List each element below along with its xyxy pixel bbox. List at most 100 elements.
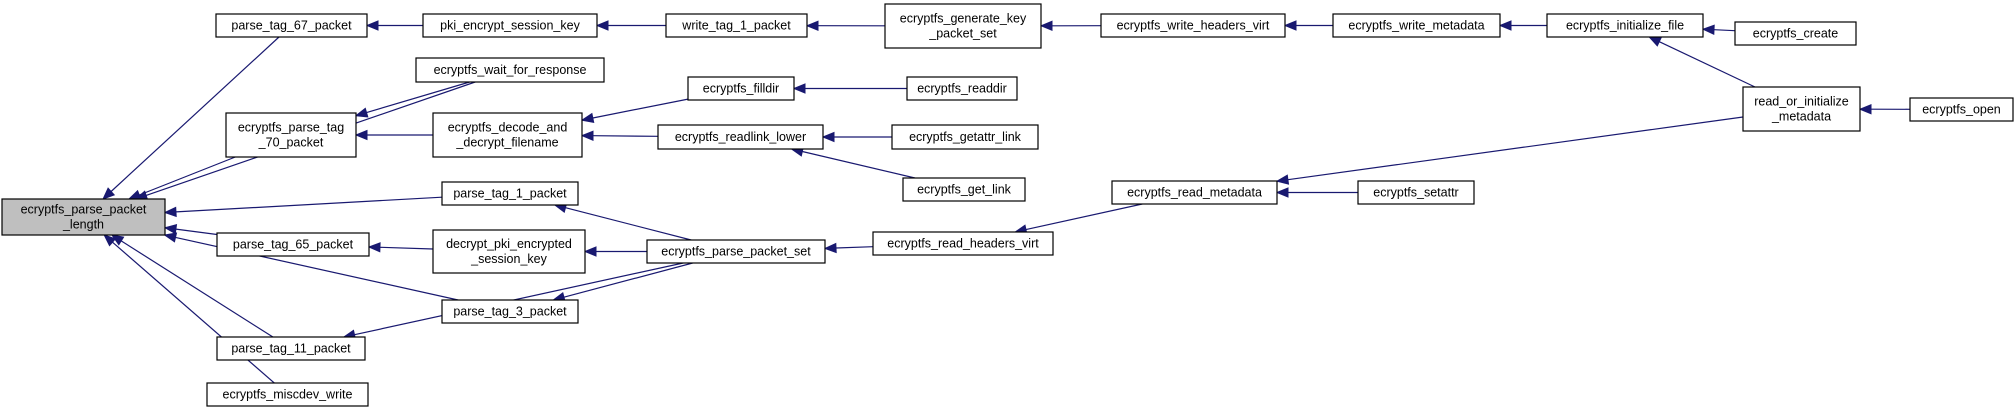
edge-n_filldir-to-n_decode [580, 98, 689, 124]
node-box[interactable] [646, 239, 826, 264]
arrowhead-icon [595, 20, 609, 31]
node-label: ecryptfs_readdir [917, 82, 1007, 96]
node-box[interactable] [687, 76, 795, 101]
node-getlink[interactable]: ecryptfs_get_link [902, 177, 1026, 202]
node-box[interactable] [432, 112, 583, 158]
edge-line [835, 246, 874, 249]
node-pset[interactable]: ecryptfs_parse_packet_set [646, 239, 826, 264]
node-label: ecryptfs_read_metadata [1127, 186, 1262, 200]
node-wtag1[interactable]: write_tag_1_packet [665, 13, 808, 38]
node-box[interactable] [1909, 97, 2014, 122]
edge-n_wait-to-n_tag70 [354, 81, 470, 118]
edge-n_rlower-to-n_decode [580, 130, 659, 141]
node-label: ecryptfs_read_headers_virt [887, 237, 1039, 251]
arrowhead-icon [580, 112, 595, 124]
edge-n_wmeta-to-n_whv [1283, 20, 1333, 31]
node-box[interactable] [1111, 180, 1278, 205]
node-box[interactable] [1100, 13, 1286, 38]
node-open[interactable]: ecryptfs_open [1909, 97, 2014, 122]
node-initfile[interactable]: ecryptfs_initialize_file [1546, 13, 1704, 38]
node-box[interactable] [902, 177, 1026, 202]
arrowhead-icon [1701, 24, 1715, 35]
node-rorinit[interactable]: read_or_initialize_metadata [1742, 86, 1861, 132]
node-readmeta[interactable]: ecryptfs_read_metadata [1111, 180, 1278, 205]
node-misc[interactable]: ecryptfs_miscdev_write [206, 382, 369, 407]
node-create[interactable]: ecryptfs_create [1734, 21, 1857, 46]
node-label: parse_tag_1_packet [453, 187, 567, 201]
node-box[interactable] [1742, 86, 1861, 132]
edge-n_readdir-to-n_filldir [792, 83, 907, 94]
node-box[interactable] [665, 13, 808, 38]
node-decode[interactable]: ecryptfs_decode_and_decrypt_filename [432, 112, 583, 158]
edge-n_initfile-to-n_wmeta [1498, 20, 1547, 31]
node-decrypt[interactable]: decrypt_pki_encrypted_session_key [432, 229, 586, 274]
edge-n_tag67-to-n_root [102, 36, 280, 200]
edge-n_tag11-to-n_root [110, 234, 274, 338]
arrowhead-icon [805, 20, 819, 31]
node-box[interactable] [415, 57, 605, 83]
node-box[interactable] [432, 229, 586, 274]
node-box[interactable] [441, 299, 579, 324]
node-readdir[interactable]: ecryptfs_readdir [906, 76, 1018, 101]
node-pki-sess[interactable]: pki_encrypt_session_key [422, 13, 598, 38]
node-tag65[interactable]: parse_tag_65_packet [216, 232, 370, 257]
edge-n_decrypt-to-n_tag65 [367, 242, 434, 253]
node-rlower[interactable]: ecryptfs_readlink_lower [657, 124, 824, 150]
node-tag70[interactable]: ecryptfs_parse_tag_70_packet [225, 112, 357, 158]
edge-line [802, 150, 916, 179]
edge-n_genkey-to-n_wtag1 [805, 20, 886, 31]
edge-n_pki_sess-to-n_tag67 [365, 20, 423, 31]
node-label: parse_tag_65_packet [233, 238, 354, 252]
edge-line [175, 228, 218, 236]
node-tag1[interactable]: parse_tag_1_packet [441, 181, 579, 206]
node-box[interactable] [657, 124, 824, 150]
edge-line [1659, 41, 1756, 88]
node-tag3[interactable]: parse_tag_3_packet [441, 299, 579, 324]
node-wait[interactable]: ecryptfs_wait_for_response [415, 57, 605, 83]
node-box[interactable] [906, 76, 1018, 101]
edge-n_pset-to-n_tag3 [552, 262, 693, 303]
node-tag11[interactable]: parse_tag_11_packet [216, 336, 366, 361]
node-label: _decrypt_filename [455, 136, 558, 150]
node-label: ecryptfs_filldir [703, 82, 779, 96]
edges-layer [102, 20, 1911, 384]
node-box[interactable] [891, 124, 1039, 150]
node-box[interactable] [872, 231, 1054, 256]
node-box[interactable] [1, 198, 166, 236]
node-root[interactable]: ecryptfs_parse_packet_length [1, 198, 166, 236]
node-label: ecryptfs_generate_key [900, 12, 1027, 26]
node-box[interactable] [1734, 21, 1857, 46]
node-label: ecryptfs_parse_packet_set [661, 245, 811, 259]
edge-n_setattr-to-n_readmeta [1275, 187, 1358, 198]
node-box[interactable] [1546, 13, 1704, 38]
arrowhead-icon [163, 224, 178, 235]
node-getattr[interactable]: ecryptfs_getattr_link [891, 124, 1039, 150]
node-label: _metadata [1771, 110, 1831, 124]
node-box[interactable] [225, 112, 357, 158]
node-wmeta[interactable]: ecryptfs_write_metadata [1332, 13, 1501, 38]
node-box[interactable] [216, 336, 366, 361]
arrowhead-icon [163, 206, 177, 218]
node-box[interactable] [441, 181, 579, 206]
node-box[interactable] [216, 232, 370, 257]
node-label: decrypt_pki_encrypted [446, 237, 572, 251]
node-box[interactable] [884, 3, 1042, 49]
edge-line [563, 262, 693, 298]
arrowhead-icon [1275, 174, 1290, 185]
node-genkey[interactable]: ecryptfs_generate_key_packet_set [884, 3, 1042, 49]
node-box[interactable] [1332, 13, 1501, 38]
node-box[interactable] [215, 13, 368, 38]
node-rhv[interactable]: ecryptfs_read_headers_virt [872, 231, 1054, 256]
node-filldir[interactable]: ecryptfs_filldir [687, 76, 795, 101]
node-box[interactable] [422, 13, 598, 38]
arrowhead-icon [792, 83, 806, 94]
edge-n_wtag1-to-n_pki_sess [595, 20, 666, 31]
node-tag67[interactable]: parse_tag_67_packet [215, 13, 368, 38]
edge-n_tag65-to-n_root [163, 224, 218, 236]
node-box[interactable] [1357, 180, 1475, 205]
node-label: ecryptfs_readlink_lower [675, 130, 806, 144]
node-box[interactable] [206, 382, 369, 407]
node-whv[interactable]: ecryptfs_write_headers_virt [1100, 13, 1286, 38]
node-setattr[interactable]: ecryptfs_setattr [1357, 180, 1475, 205]
